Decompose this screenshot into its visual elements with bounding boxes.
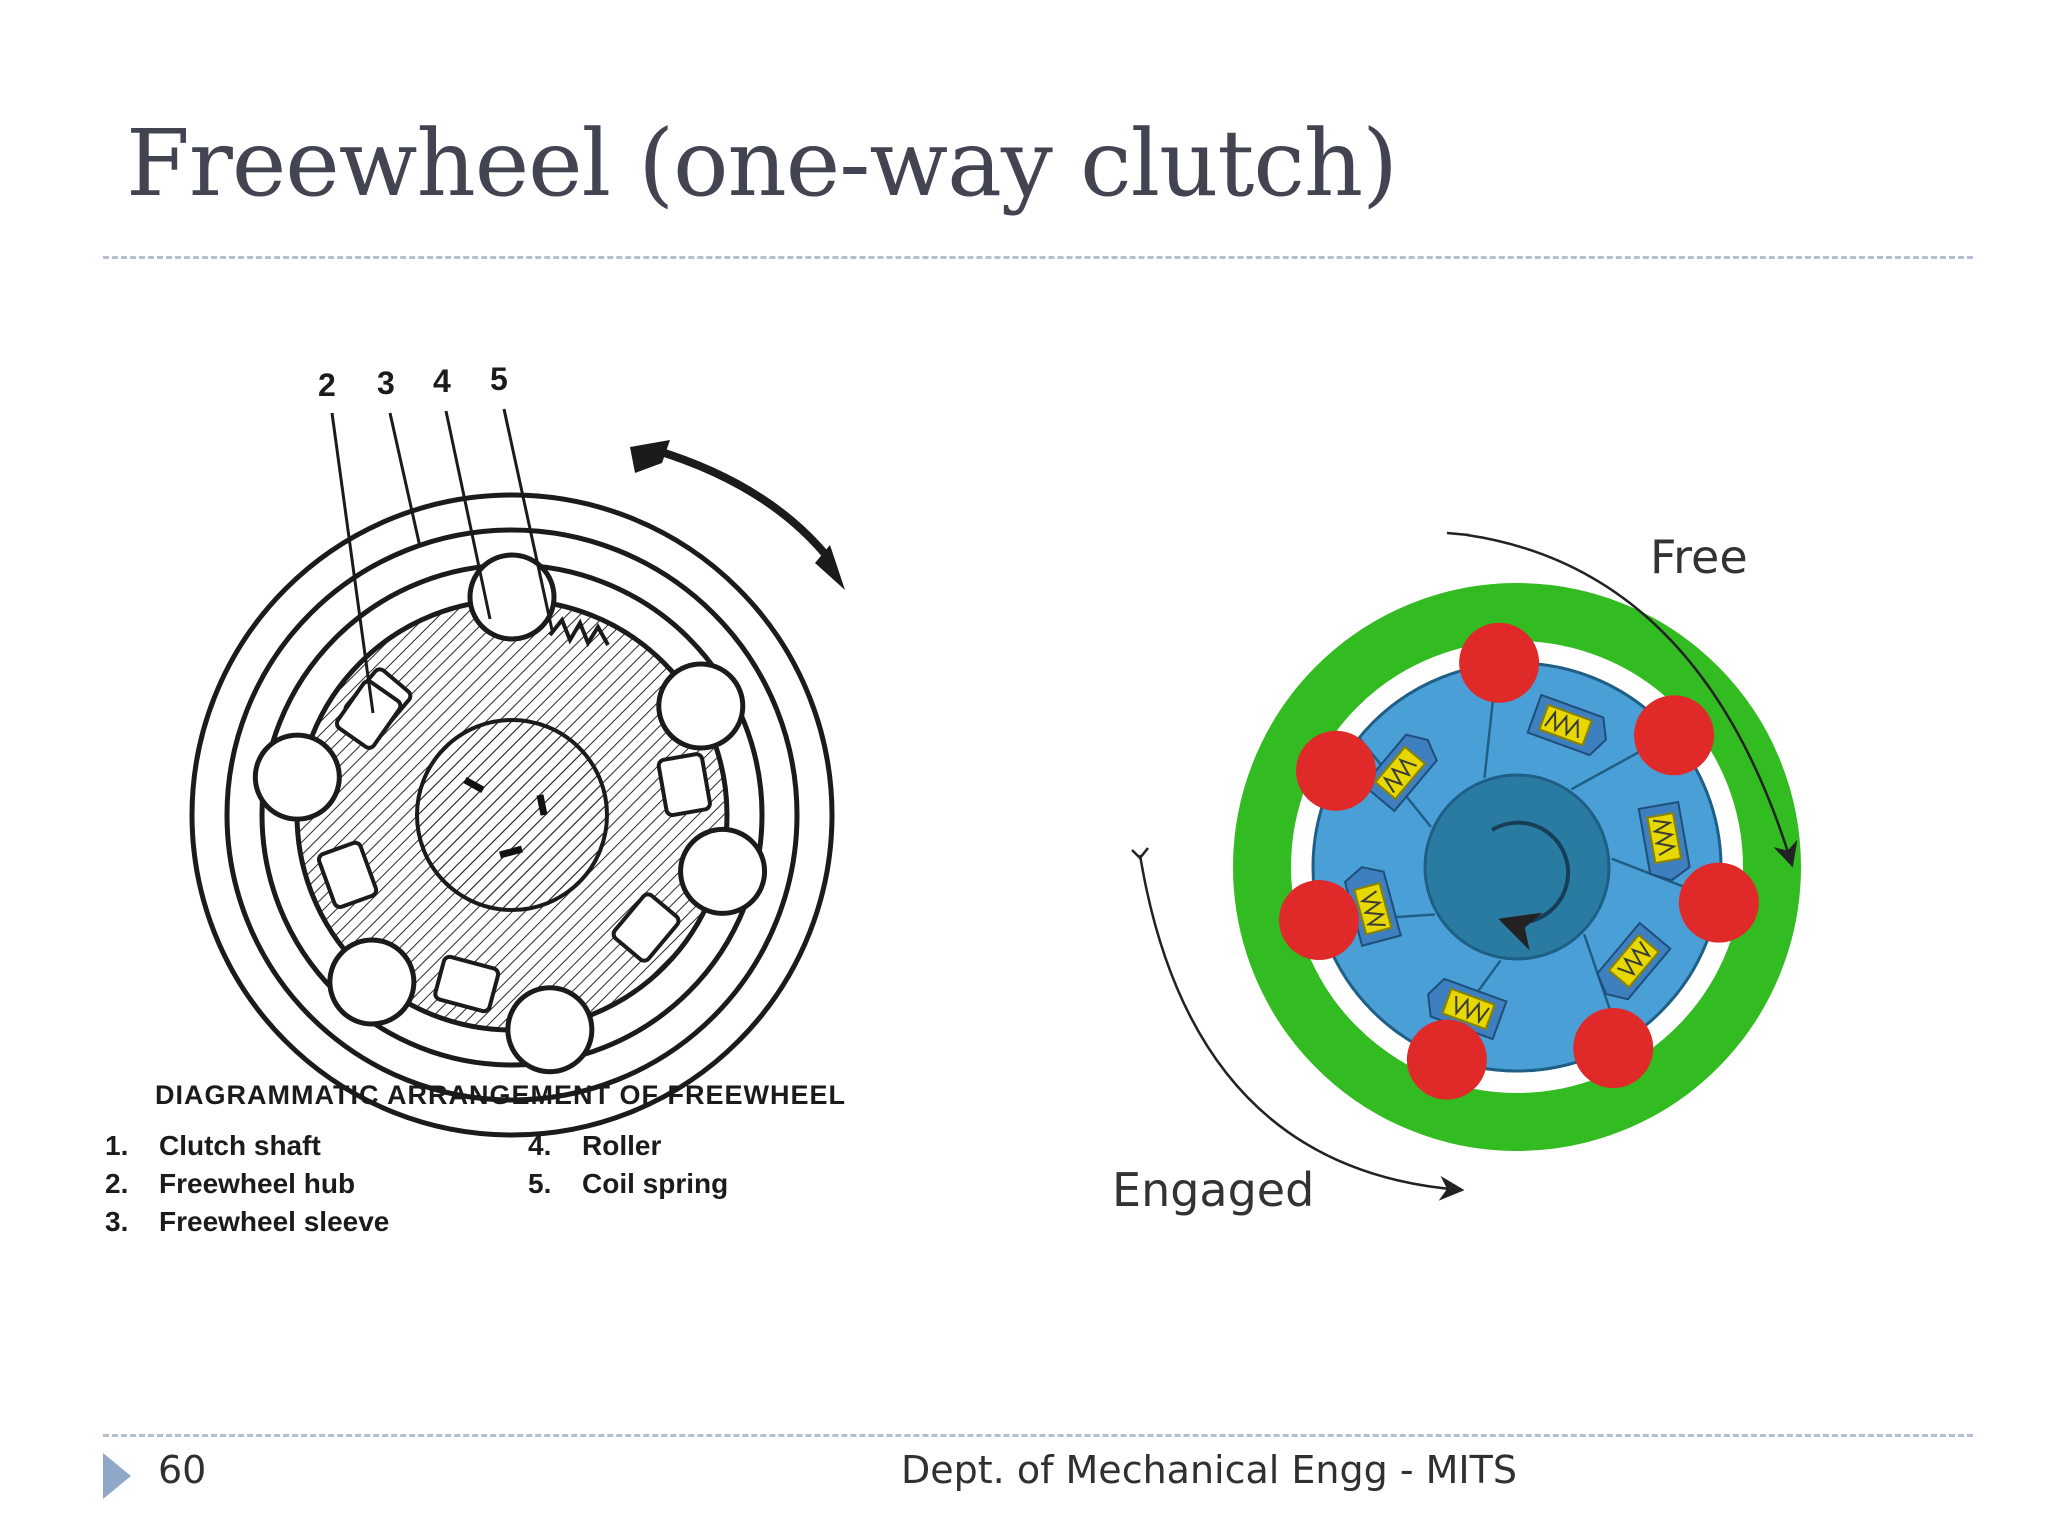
color-roller-1 xyxy=(1459,622,1540,703)
spring-1-icon xyxy=(1526,693,1607,757)
callout-3: 3 xyxy=(377,365,395,401)
legend-num-3: 3. xyxy=(105,1206,129,1237)
engaged-arrow-tail-icon xyxy=(1131,847,1149,860)
rotation-arrow-icon xyxy=(630,440,845,590)
diagram-caption: DIAGRAMMATIC ARRANGEMENT OF FREEWHEEL xyxy=(155,1080,846,1110)
free-label: Free xyxy=(1650,530,1748,584)
footer-triangle-icon xyxy=(103,1453,131,1499)
legend-label-4: Roller xyxy=(582,1130,662,1161)
shaft-disc xyxy=(1423,773,1611,961)
legend-num-2: 2. xyxy=(105,1168,129,1199)
legend-num-1: 1. xyxy=(105,1130,129,1161)
freewheel-drawing xyxy=(189,408,845,1138)
legend-item-3: 3. Freewheel sleeve xyxy=(105,1206,389,1238)
legend-label-5: Coil spring xyxy=(582,1168,729,1199)
slide-title: Freewheel (one-way clutch) xyxy=(126,110,1398,217)
spring-block-6 xyxy=(334,679,403,750)
shaft-rotation-arrow-icon xyxy=(1490,820,1571,951)
free-direction-arrow-icon xyxy=(1466,533,1798,868)
color-roller-6 xyxy=(1278,880,1359,961)
title-divider xyxy=(103,256,1973,259)
roller-1 xyxy=(467,552,557,642)
spring-5-icon xyxy=(1343,866,1402,947)
footer-text: Dept. of Mechanical Engg - MITS xyxy=(901,1448,1517,1492)
color-roller-2 xyxy=(1634,695,1715,776)
callout-5: 5 xyxy=(490,361,508,397)
legend-num-4: 4. xyxy=(528,1130,552,1161)
spring-block-3 xyxy=(611,892,681,963)
callout-2: 2 xyxy=(318,367,336,403)
freewheel-color-drawing xyxy=(1131,531,1801,1201)
free-arrow-tail-icon xyxy=(1446,531,1470,537)
footer-divider xyxy=(103,1434,1973,1437)
spring-blocks xyxy=(316,667,712,1014)
legend-num-5: 5. xyxy=(528,1168,552,1199)
engaged-label: Engaged xyxy=(1112,1163,1315,1217)
legend-item-4: 4. Roller xyxy=(528,1130,661,1162)
color-roller-7 xyxy=(1295,730,1376,811)
freewheel-color-diagram: Free Engaged xyxy=(1072,330,1972,1270)
spring-6-icon xyxy=(1362,733,1438,813)
spring-block-2 xyxy=(656,752,712,818)
page-number: 60 xyxy=(158,1448,207,1492)
roller-3 xyxy=(678,826,768,916)
coil-spring xyxy=(548,616,610,648)
spring-3-icon xyxy=(1596,921,1672,1001)
callout-leaders xyxy=(330,408,554,714)
rollers xyxy=(252,552,768,1075)
roller-4 xyxy=(505,985,595,1075)
color-roller-5 xyxy=(1406,1019,1487,1100)
color-rollers xyxy=(1278,622,1759,1100)
spring-2-icon xyxy=(1637,800,1691,882)
legend-label-1: Clutch shaft xyxy=(159,1130,321,1161)
engaged-direction-arrow-icon xyxy=(1138,854,1465,1201)
roller-6 xyxy=(252,732,342,822)
outer-ring xyxy=(1233,583,1801,1151)
roller-5 xyxy=(327,937,417,1027)
callout-4: 4 xyxy=(433,363,451,399)
legend-item-2: 2. Freewheel hub xyxy=(105,1168,355,1200)
clutch-shaft xyxy=(415,718,609,912)
legend-item-5: 5. Coil spring xyxy=(528,1168,728,1200)
legend-label-3: Freewheel sleeve xyxy=(159,1206,390,1237)
legend-item-1: 1. Clutch shaft xyxy=(105,1130,321,1162)
color-roller-3 xyxy=(1678,862,1759,943)
color-springs xyxy=(1343,693,1691,1041)
roller-2 xyxy=(656,661,746,751)
spring-block-5 xyxy=(316,840,379,909)
legend-label-2: Freewheel hub xyxy=(159,1168,356,1199)
freewheel-line-diagram: 2 3 4 5 DIAGRAMMATIC ARRANGEMENT OF FREE… xyxy=(70,335,982,1270)
spring-block-4 xyxy=(433,954,501,1014)
color-roller-4 xyxy=(1573,1008,1654,1089)
